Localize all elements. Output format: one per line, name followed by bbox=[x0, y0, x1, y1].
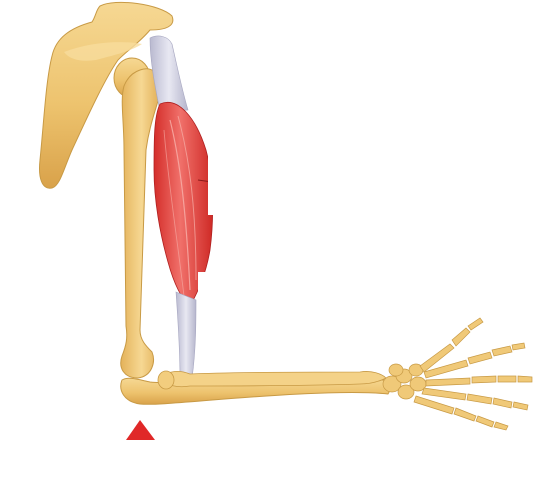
forearm bbox=[121, 371, 390, 404]
hand bbox=[383, 318, 532, 430]
blank-label-1 bbox=[208, 135, 410, 215]
fulcrum-triangle bbox=[126, 420, 155, 440]
tendon-lower bbox=[176, 292, 196, 378]
radius bbox=[162, 371, 386, 386]
phalanges bbox=[452, 318, 532, 430]
humerus bbox=[114, 58, 162, 378]
blank-label-2 bbox=[198, 272, 302, 352]
carpals bbox=[383, 364, 426, 399]
